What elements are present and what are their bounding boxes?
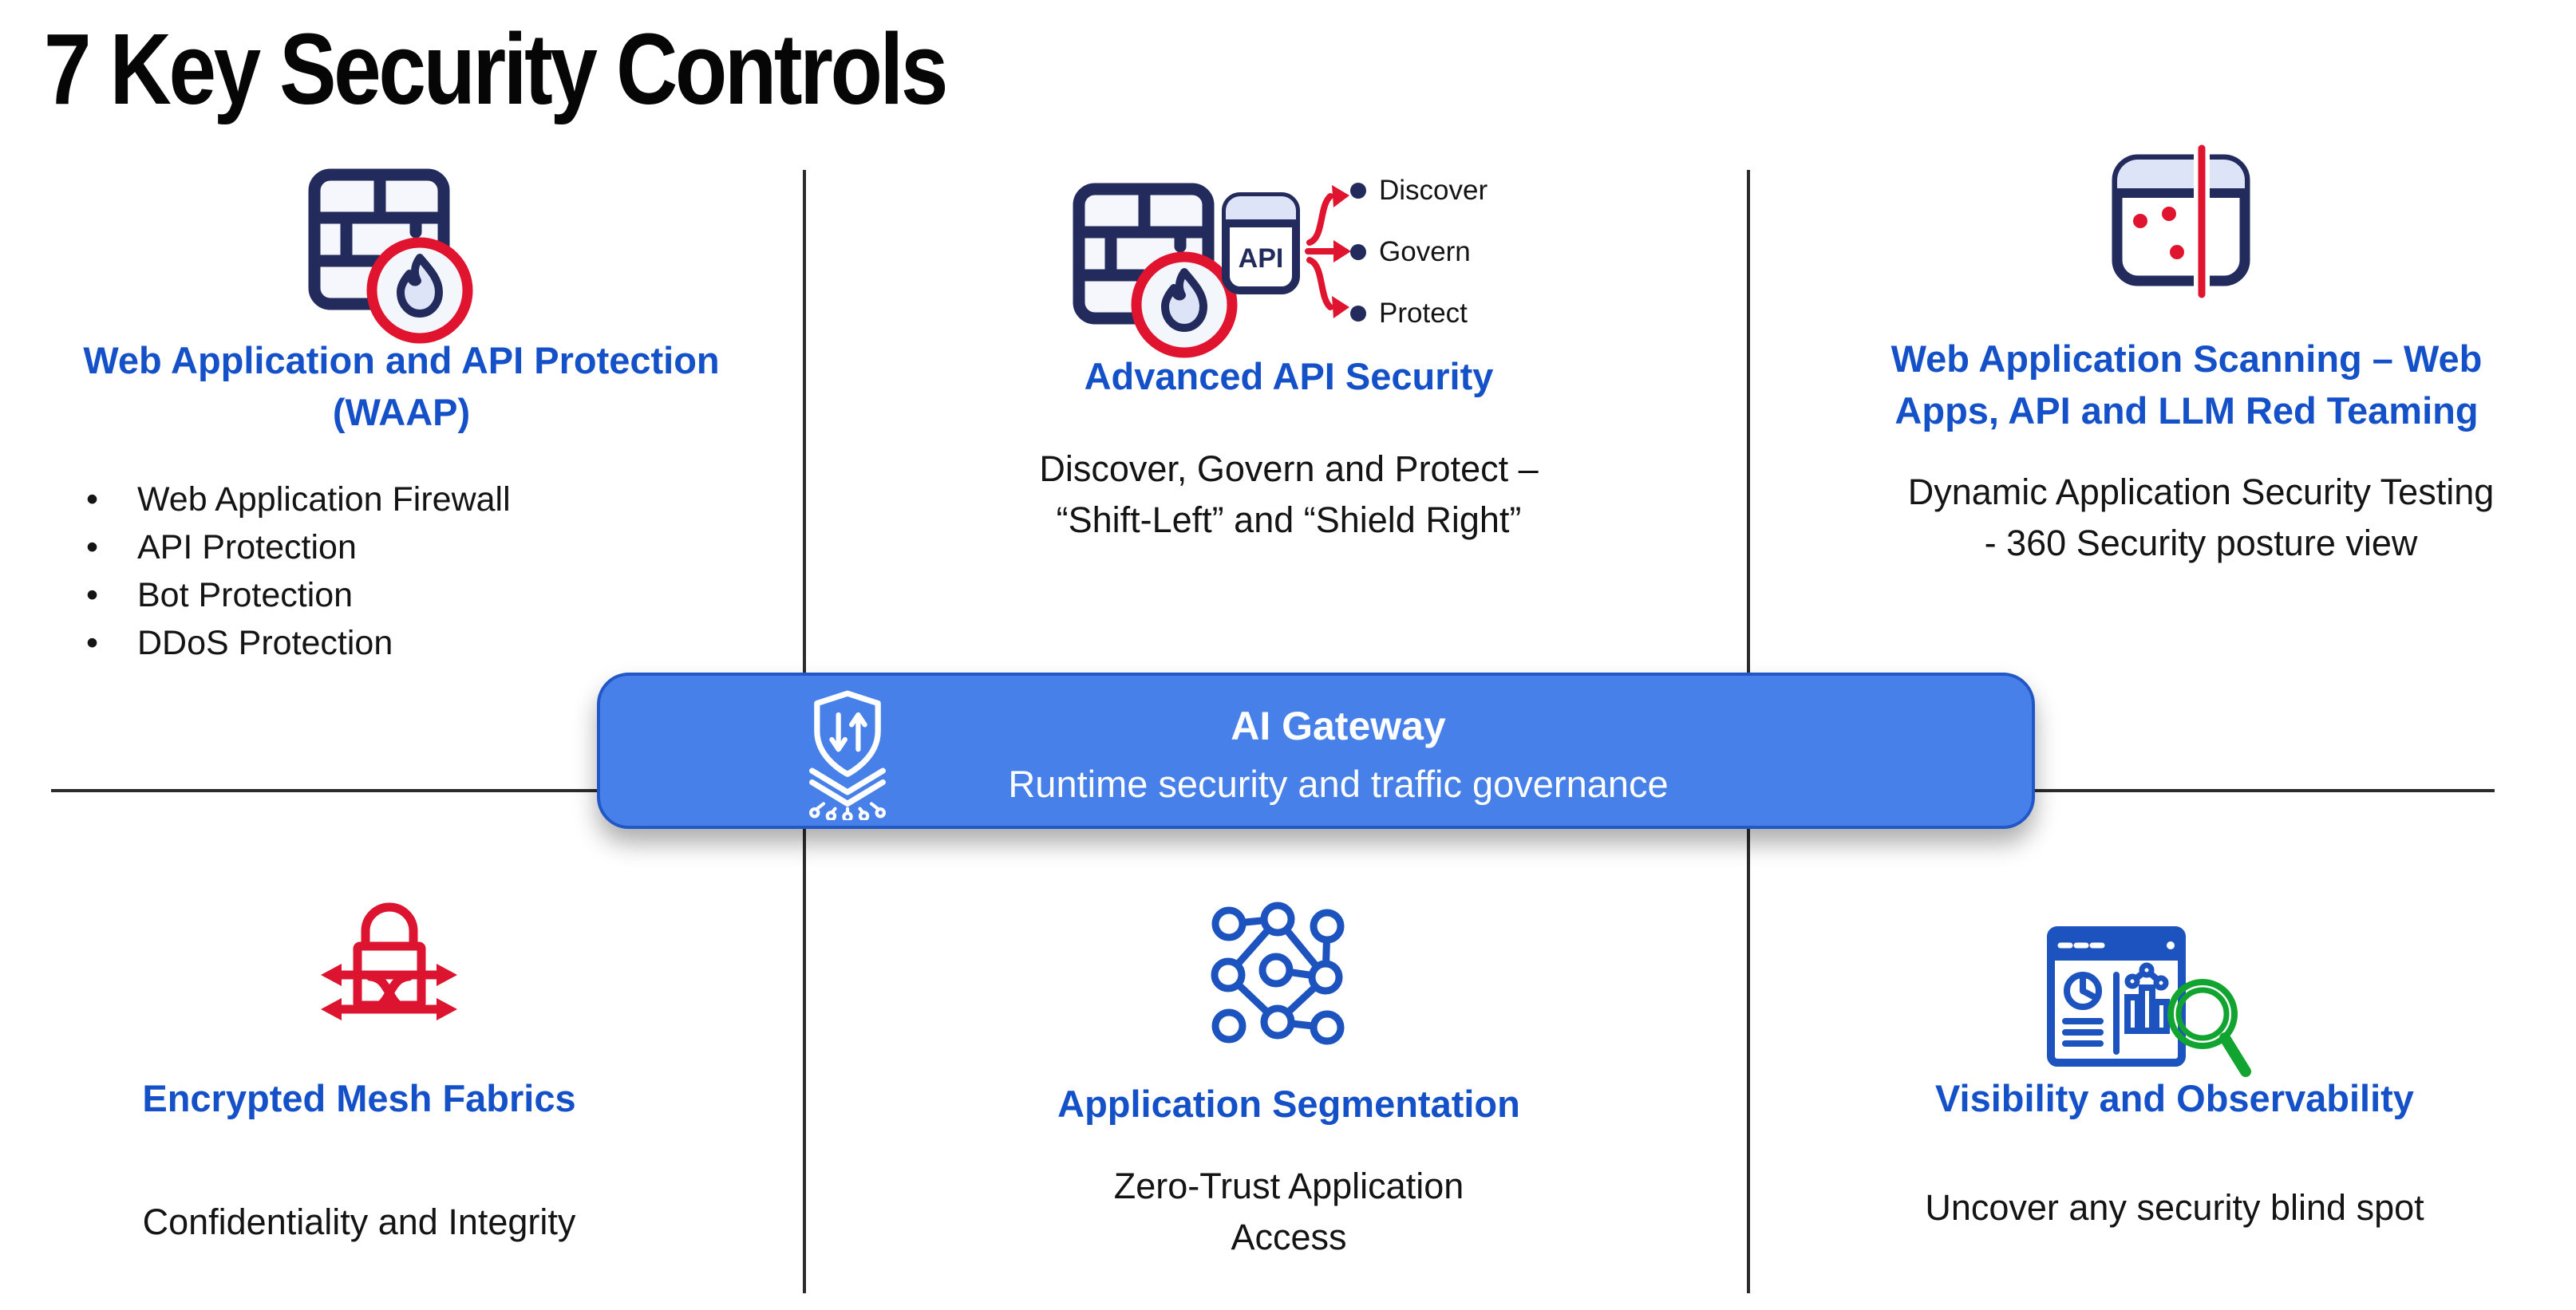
api-flow-list: Discover Govern Protect: [1350, 160, 1488, 344]
bullet-dot-icon: [1350, 305, 1366, 322]
waap-title: Web Application and API Protection (WAAP…: [83, 339, 720, 433]
flow-arrows-icon: [1305, 185, 1351, 318]
api-security-body: Discover, Govern and Protect – “Shift-Le…: [1039, 448, 1539, 540]
shield-mesh-icon: [809, 690, 886, 820]
scanning-title: Web Application Scanning – Web Apps, API…: [1891, 337, 2483, 432]
visibility-title: Visibility and Observability: [1935, 1077, 2414, 1119]
bullet-dot-icon: [1350, 182, 1366, 199]
mesh-body: Confidentiality and Integrity: [142, 1201, 576, 1242]
list-item: Govern: [1350, 221, 1488, 282]
gateway-title: AI Gateway: [1231, 704, 1446, 748]
encrypted-lock-arrows-icon: [321, 902, 457, 1020]
mesh-title: Encrypted Mesh Fabrics: [142, 1077, 576, 1119]
flow-label: Discover: [1379, 174, 1488, 206]
network-nodes-icon: [1211, 902, 1345, 1045]
waap-bullet-list: Web Application Firewall API Protection …: [80, 475, 511, 667]
list-item: DDoS Protection: [80, 619, 511, 667]
list-item: Discover: [1350, 160, 1488, 221]
api-label: API: [1239, 243, 1284, 274]
firewall-flame-icon: [1073, 183, 1238, 358]
api-window-icon: API: [1222, 192, 1300, 294]
dashboard-magnifier-icon: [2047, 926, 2251, 1077]
page-title: 7 Key Security Controls: [44, 13, 948, 125]
flow-label: Protect: [1379, 297, 1468, 329]
api-security-title: Advanced API Security: [1084, 355, 1494, 397]
bullet-dot-icon: [1350, 243, 1366, 260]
gateway-subtitle: Runtime security and traffic governance: [1008, 763, 1669, 805]
list-item: Web Application Firewall: [80, 475, 511, 523]
flow-label: Govern: [1379, 235, 1471, 267]
list-item: API Protection: [80, 523, 511, 571]
list-item: Bot Protection: [80, 571, 511, 619]
segmentation-body: Zero-Trust Application Access: [1113, 1166, 1464, 1257]
firewall-flame-icon: [308, 168, 473, 344]
scanning-body: Dynamic Application Security Testing - 3…: [1907, 472, 2495, 563]
visibility-body: Uncover any security blind spot: [1925, 1187, 2424, 1228]
list-item: Protect: [1350, 282, 1488, 344]
ai-gateway-banner: AI Gateway Runtime security and traffic …: [597, 673, 2035, 829]
segmentation-title: Application Segmentation: [1057, 1083, 1520, 1125]
scanner-window-icon: [2112, 144, 2250, 299]
